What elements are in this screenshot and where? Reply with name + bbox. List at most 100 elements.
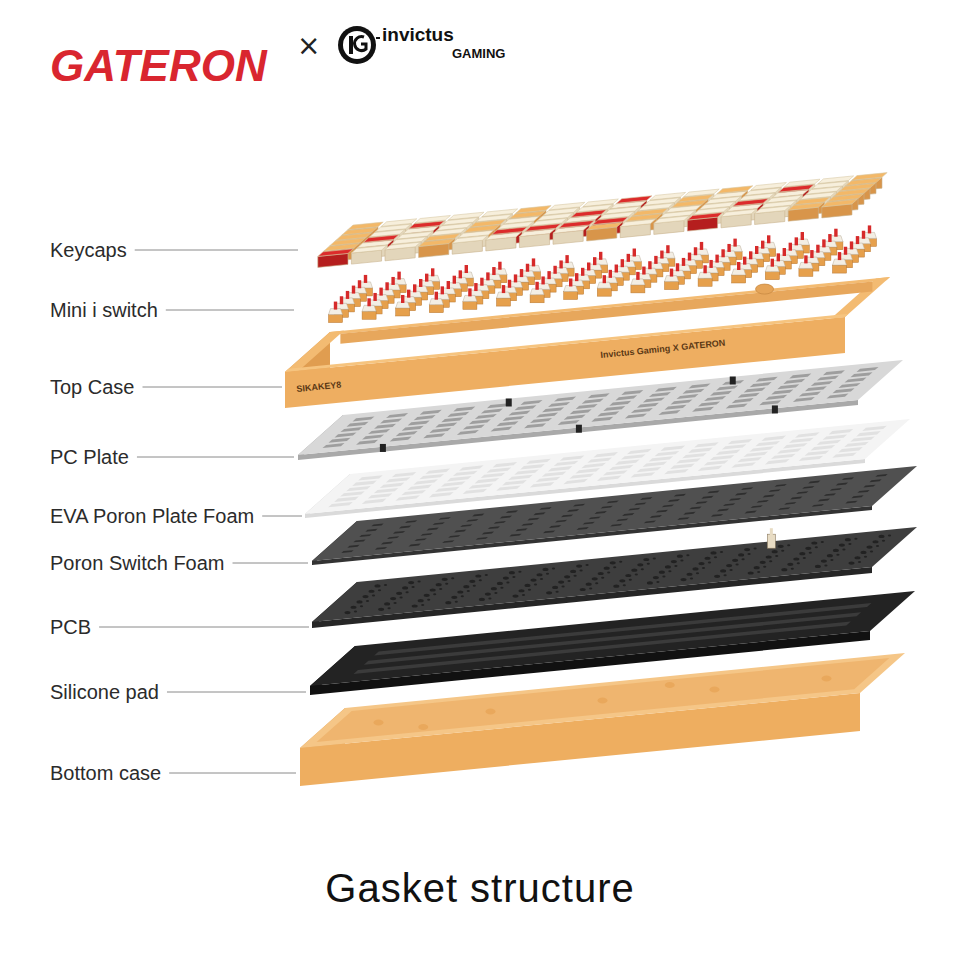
foam-hole — [808, 481, 820, 484]
leader-line — [166, 310, 294, 311]
pcb-pad — [445, 583, 448, 585]
pcb-pad — [827, 554, 833, 557]
pcb-pad — [665, 565, 671, 568]
plate-hole — [811, 381, 833, 386]
foam-cutout — [447, 476, 472, 481]
switch-stem — [352, 286, 355, 294]
foam-hole — [506, 510, 518, 513]
foam-cutout — [459, 465, 484, 470]
pcb-pad — [552, 567, 555, 569]
switch-base — [597, 288, 611, 296]
pcb-pad — [637, 563, 643, 566]
plate-hole — [655, 387, 677, 392]
screw-post — [598, 698, 608, 704]
logo-word: GAMING — [452, 46, 505, 62]
foam-cutout — [789, 438, 814, 443]
keycap-top — [654, 216, 689, 224]
pcb-pad — [519, 589, 525, 592]
plate-hole — [839, 383, 861, 388]
pcb-pad — [375, 584, 381, 587]
plate-hole — [374, 424, 396, 429]
pcb-pad — [619, 561, 622, 563]
pcb-pad — [513, 594, 519, 597]
foam-cutout — [731, 462, 756, 467]
foam-hole — [729, 498, 741, 501]
plate-hole — [503, 416, 525, 421]
foam-cutout — [737, 457, 762, 462]
pcb-pad — [369, 590, 375, 593]
pcb-pad — [586, 583, 592, 586]
pcb-pad — [546, 573, 549, 575]
plate-hole — [637, 403, 659, 408]
pcb-pad — [570, 570, 576, 573]
switch-stem — [358, 280, 361, 288]
pcb-pad — [586, 564, 589, 566]
pcb-pad — [384, 584, 387, 586]
pcb-pad — [811, 541, 817, 544]
foam-hole — [359, 534, 371, 537]
plate-hole — [386, 413, 408, 418]
switch-base — [564, 291, 578, 299]
pcb-pad — [754, 566, 760, 569]
plate-hole — [368, 429, 390, 434]
pcb-pad — [503, 576, 509, 579]
pcb-pad — [870, 550, 873, 552]
foam-cutout — [637, 467, 662, 472]
switch-stem — [755, 246, 758, 254]
pcb-pad — [619, 579, 625, 582]
foam-hole — [812, 504, 824, 507]
pad-slot — [364, 612, 861, 664]
pcb-pad — [439, 588, 442, 590]
pcb-pad — [705, 557, 711, 560]
pcb-pad — [643, 558, 649, 561]
foam-cutout — [856, 431, 881, 436]
switch-stem — [486, 272, 489, 280]
pcb-pad — [635, 574, 638, 576]
pcb-pad — [400, 597, 403, 599]
foam-cutout — [698, 466, 723, 471]
pcb-pad — [726, 564, 732, 567]
foam-hole — [472, 514, 484, 517]
foam-hole — [778, 507, 790, 510]
foam-hole — [427, 528, 439, 531]
foam-hole — [589, 516, 601, 519]
pcb-pad — [674, 565, 677, 567]
foam-cutout — [395, 495, 420, 500]
foam-hole — [757, 500, 769, 503]
plate-hole — [515, 405, 537, 410]
switch-stem — [709, 260, 712, 268]
foam-cutout — [771, 454, 796, 459]
pcb-pad — [424, 594, 430, 597]
foam-hole — [460, 524, 472, 527]
foam-hole — [555, 520, 567, 523]
foam-cutout — [817, 440, 842, 445]
screw-post — [486, 709, 496, 715]
foam-cutout — [346, 486, 371, 491]
pcb-pad — [509, 571, 515, 574]
plate-hole — [732, 398, 754, 403]
plate-hole — [756, 377, 778, 382]
foam-hole — [717, 509, 729, 512]
pcb-pad — [744, 548, 750, 551]
foam-hole — [347, 545, 359, 548]
pcb-pad — [858, 561, 861, 563]
plate-hole — [671, 399, 693, 404]
pcb-pad — [430, 588, 436, 591]
plate-hole — [759, 400, 781, 405]
pcb-pad — [360, 605, 363, 607]
foam-hole — [707, 491, 719, 494]
part-label: Keycaps — [50, 238, 127, 262]
pcb-pad — [864, 556, 867, 558]
foam-hole — [616, 518, 628, 521]
pcb-pad — [574, 575, 577, 577]
pcb-pad — [595, 582, 598, 584]
switch-stem — [535, 282, 538, 290]
switch-stem — [435, 292, 438, 300]
switch-stem — [642, 267, 645, 275]
foam-hole — [650, 515, 662, 518]
plate-hole — [817, 376, 839, 381]
pcb-pad — [845, 538, 851, 541]
plate-hole — [789, 374, 811, 379]
pcb-pad — [687, 573, 693, 576]
